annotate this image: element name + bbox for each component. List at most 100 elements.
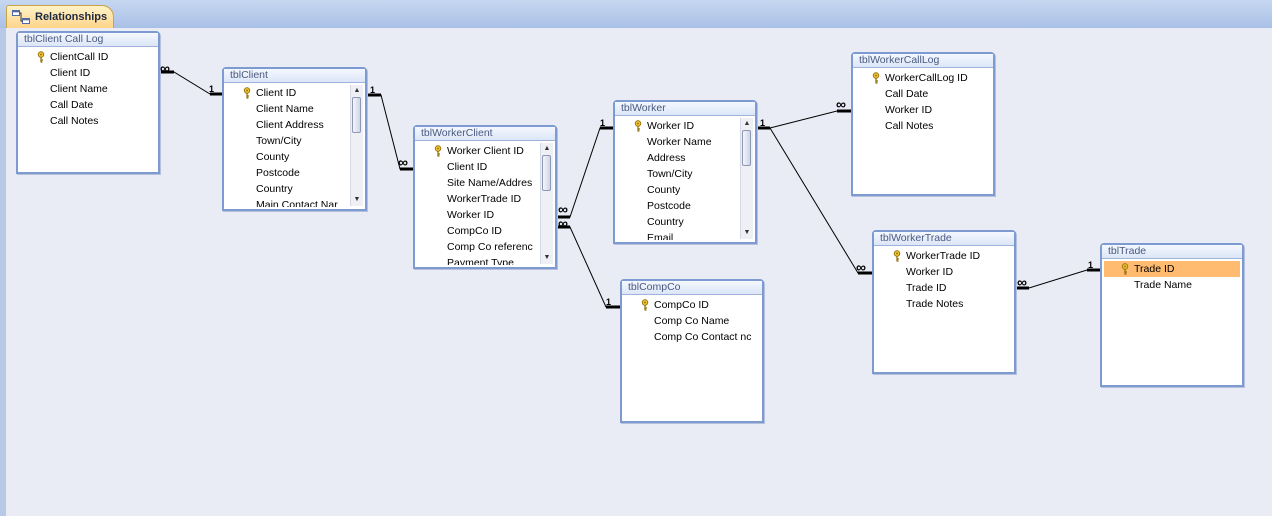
field-row[interactable]: Worker ID [855,102,991,118]
field-row[interactable]: Town/City [226,133,351,149]
field-row[interactable]: Trade ID [1104,261,1240,277]
primary-key-icon [872,72,880,84]
field-name: Comp Co Contact nc [654,331,752,343]
primary-key-icon [37,51,45,63]
field-row[interactable]: CompCo ID [417,223,541,239]
scroll-down-arrow-icon[interactable]: ▼ [353,196,361,203]
field-row[interactable]: Email [617,230,741,240]
field-row[interactable]: ClientCall ID [20,49,156,65]
table-title[interactable]: tblClient [224,69,365,83]
table-title[interactable]: tblWorkerCallLog [853,54,993,68]
field-row[interactable]: WorkerTrade ID [876,248,1012,264]
scroll-up-arrow-icon[interactable]: ▲ [353,87,361,94]
field-row[interactable]: Worker ID [417,207,541,223]
field-row[interactable]: County [617,182,741,198]
field-name: Trade Notes [906,298,964,310]
field-row[interactable]: Client ID [226,85,351,101]
table-title[interactable]: tblWorkerClient [415,127,555,141]
field-row[interactable]: Postcode [617,198,741,214]
field-row[interactable]: Trade Name [1104,277,1240,293]
vertical-scrollbar[interactable]: ▲▼ [350,85,363,206]
vertical-scrollbar[interactable]: ▲▼ [540,143,553,264]
field-row[interactable]: Worker Client ID [417,143,541,159]
field-row[interactable]: County [226,149,351,165]
field-row[interactable]: Comp Co referenc [417,239,541,255]
table-title[interactable]: tblWorkerTrade [874,232,1014,246]
field-row[interactable]: Client Address [226,117,351,133]
field-row[interactable]: Call Notes [20,113,156,129]
field-row[interactable]: CompCo ID [624,297,760,313]
field-row[interactable]: Worker ID [617,118,741,134]
field-name: Client Address [256,119,324,131]
field-row[interactable]: Client ID [20,65,156,81]
scroll-up-arrow-icon[interactable]: ▲ [743,120,751,127]
field-row[interactable]: Comp Co Name [624,313,760,329]
field-name: Worker ID [647,120,695,132]
scroll-up-arrow-icon[interactable]: ▲ [543,145,551,152]
table-title[interactable]: tblWorker [615,102,755,116]
field-row[interactable]: WorkerTrade ID [417,191,541,207]
relationships-icon [12,10,30,24]
scrollbar-thumb[interactable] [542,155,551,191]
field-row[interactable]: Comp Co Contact nc [624,329,760,345]
field-name: Call Notes [885,120,934,132]
field-name: Client Name [50,83,108,95]
field-row[interactable]: Call Date [855,86,991,102]
field-row[interactable]: Call Notes [855,118,991,134]
field-name: Address [647,152,686,164]
field-row[interactable]: Trade Notes [876,296,1012,312]
field-row[interactable]: Trade ID [876,280,1012,296]
field-row[interactable]: Client ID [417,159,541,175]
field-row[interactable]: Call Date [20,97,156,113]
field-name: Trade Name [1134,279,1192,291]
field-name: CompCo ID [654,299,709,311]
table-title[interactable]: tblCompCo [622,281,762,295]
field-name: Postcode [256,167,300,179]
scrollbar-thumb[interactable] [352,97,361,133]
scrollbar-thumb[interactable] [742,130,751,166]
field-row[interactable]: Country [226,181,351,197]
field-row[interactable]: Address [617,150,741,166]
table-title[interactable]: tblTrade [1102,245,1242,259]
field-row[interactable]: Worker ID [876,264,1012,280]
field-name: Town/City [256,135,302,147]
field-row[interactable]: Site Name/Addres [417,175,541,191]
field-row[interactable]: Postcode [226,165,351,181]
scroll-down-arrow-icon[interactable]: ▼ [743,229,751,236]
tab-relationships[interactable]: Relationships [6,5,114,28]
field-name: Worker Client ID [447,145,524,157]
vertical-scrollbar[interactable]: ▲▼ [740,118,753,239]
field-name: ClientCall ID [50,51,109,63]
one-side-label: 1 [1088,260,1094,270]
field-name: Call Notes [50,115,99,127]
field-row[interactable]: Worker Name [617,134,741,150]
field-row[interactable]: Main Contact Nar [226,197,351,207]
scroll-down-arrow-icon[interactable]: ▼ [543,254,551,261]
one-side-label: 1 [370,85,376,95]
field-row[interactable]: WorkerCallLog ID [855,70,991,86]
table-title[interactable]: tblClient Call Log [18,33,158,47]
field-name: Main Contact Nar [256,199,338,207]
field-list[interactable]: Trade ID Trade Name [1104,261,1240,383]
field-row[interactable]: Client Name [20,81,156,97]
field-row[interactable]: Town/City [617,166,741,182]
field-name: Trade ID [906,282,947,294]
field-row[interactable]: Client Name [226,101,351,117]
field-row[interactable]: Country [617,214,741,230]
field-row[interactable]: Payment Type [417,255,541,265]
